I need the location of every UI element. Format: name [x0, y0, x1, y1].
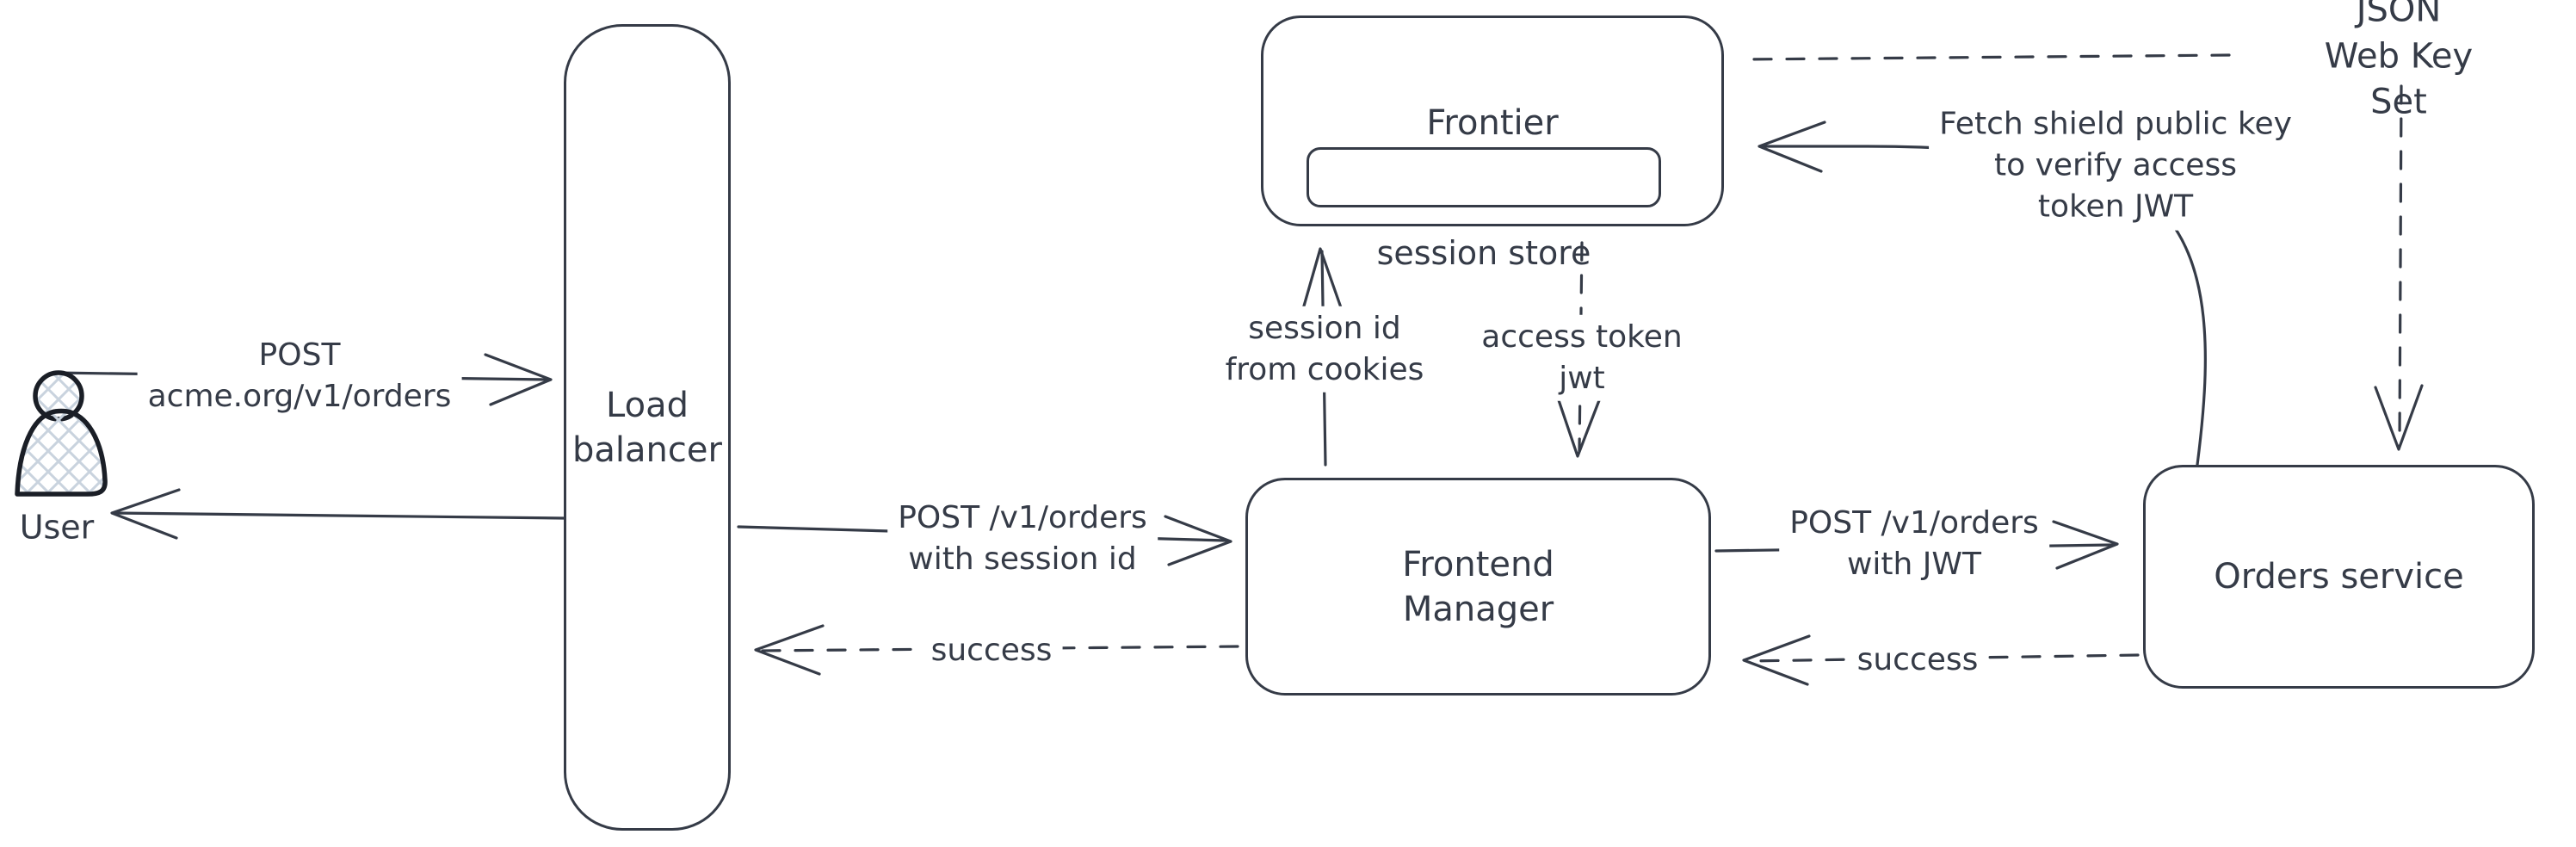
arrow-lb-to-user-head [110, 488, 181, 540]
session-store-label: session store [1376, 234, 1591, 272]
edge-label-session-id-cookies: session id from cookies [1214, 306, 1435, 393]
edge-label-jwks: JSON Web Key Set [2324, 0, 2474, 122]
arrow-success-right-head [1742, 634, 1811, 686]
arrow-success-left-head [754, 624, 825, 676]
arrow-jwks-vertical [2398, 84, 2403, 448]
line-jwks-horizontal [1740, 53, 2231, 61]
frontier-label: Frontier [1426, 103, 1559, 143]
node-frontend-manager: Frontend Manager [1245, 478, 1711, 696]
arrow-user-to-lb-head [484, 353, 553, 406]
edge-label-post-acme: POST acme.org/v1/orders [137, 332, 462, 420]
arrow-access-token-head [1556, 394, 1603, 458]
arrow-lb-to-user [114, 511, 565, 520]
edge-label-fetch-key: Fetch shield public key to verify access… [1929, 102, 2302, 231]
edge-label-post-session-id: POST /v1/orders with session id [887, 495, 1158, 583]
edge-label-success-right: success [1846, 637, 1989, 683]
arrow-fetch-key-head [1757, 121, 1826, 173]
node-session-store: session store [1307, 147, 1661, 272]
orders-service-label: Orders service [2214, 557, 2464, 597]
edge-label-success-left: success [920, 628, 1063, 674]
load-balancer-label: Load balancer [572, 385, 722, 470]
arrow-session-id-head [1300, 247, 1344, 317]
node-frontier: Frontier session store [1261, 15, 1724, 272]
user-label: User [19, 508, 95, 547]
arrow-jwks-vertical-head [2374, 384, 2424, 451]
arrow-lb-to-fm-head [1164, 515, 1232, 566]
edge-label-access-token-jwt: access token jwt [1471, 314, 1693, 402]
arrow-fm-to-orders-head [2052, 520, 2119, 570]
frontend-manager-label: Frontend Manager [1402, 544, 1554, 629]
user-icon [15, 370, 108, 497]
edge-label-post-jwt: POST /v1/orders with JWT [1779, 500, 2049, 588]
node-load-balancer: Load balancer [564, 24, 731, 831]
node-orders-service: Orders service [2143, 465, 2535, 689]
